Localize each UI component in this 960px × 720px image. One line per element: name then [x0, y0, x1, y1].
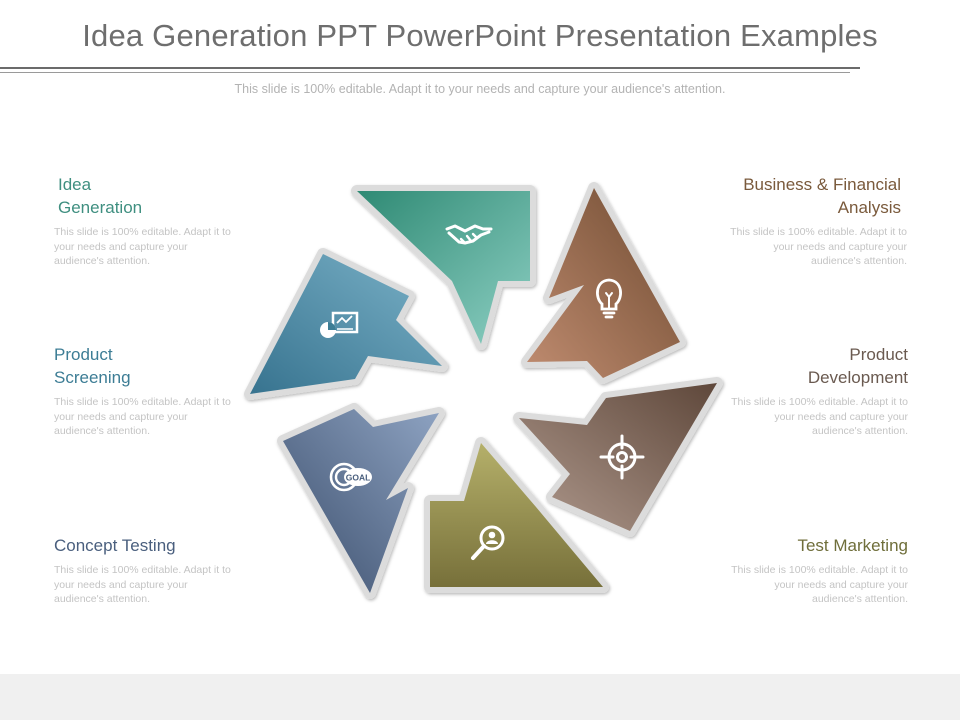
- segment-idea-generation: [351, 185, 536, 350]
- item-description: This slide is 100% editable. Adapt it to…: [54, 226, 231, 267]
- item-heading: Concept Testing: [54, 534, 254, 557]
- item-heading: Test Marketing: [708, 534, 908, 557]
- heading-line: Development: [807, 368, 908, 387]
- segment-concept-testing: GOAL: [277, 403, 445, 599]
- slide-title: Idea Generation PPT PowerPoint Presentat…: [82, 18, 878, 53]
- slide-subtitle: This slide is 100% editable. Adapt it to…: [234, 82, 726, 96]
- footer-band: [0, 674, 960, 720]
- heading-line: Screening: [54, 368, 131, 387]
- heading-line: Analysis: [837, 198, 901, 217]
- goal-target-icon: GOAL: [329, 462, 372, 492]
- crosshair-icon: [599, 434, 645, 480]
- heading-line: Business & Financial: [743, 175, 901, 194]
- heading-line: Product: [54, 345, 113, 364]
- heading-line: Concept Testing: [54, 536, 176, 555]
- heading-line: Product: [849, 345, 908, 364]
- heading-line: Idea: [58, 175, 92, 194]
- title-divider: [0, 67, 860, 69]
- item-test-marketing: Test Marketing This slide is 100% editab…: [708, 534, 908, 607]
- heading-line: Test Marketing: [797, 536, 908, 555]
- item-description: This slide is 100% editable. Adapt it to…: [731, 396, 908, 437]
- handshake-icon: [445, 224, 493, 245]
- item-concept-testing: Concept Testing This slide is 100% edita…: [54, 534, 254, 607]
- heading-line: Generation: [58, 198, 143, 217]
- segment-business-analysis: [521, 182, 686, 384]
- lightbulb-icon: [596, 278, 622, 319]
- presentation-chart-icon: [320, 311, 359, 338]
- goal-label: GOAL: [346, 472, 371, 482]
- item-description: This slide is 100% editable. Adapt it to…: [54, 396, 231, 437]
- segment-product-development: [513, 377, 723, 537]
- item-description: This slide is 100% editable. Adapt it to…: [730, 226, 907, 267]
- segment-test-marketing: [424, 437, 609, 593]
- item-description: This slide is 100% editable. Adapt it to…: [54, 564, 231, 605]
- search-user-icon: [471, 525, 505, 560]
- item-description: This slide is 100% editable. Adapt it to…: [731, 564, 908, 605]
- title-divider-thin: [0, 72, 850, 73]
- segment-product-screening: [244, 248, 448, 400]
